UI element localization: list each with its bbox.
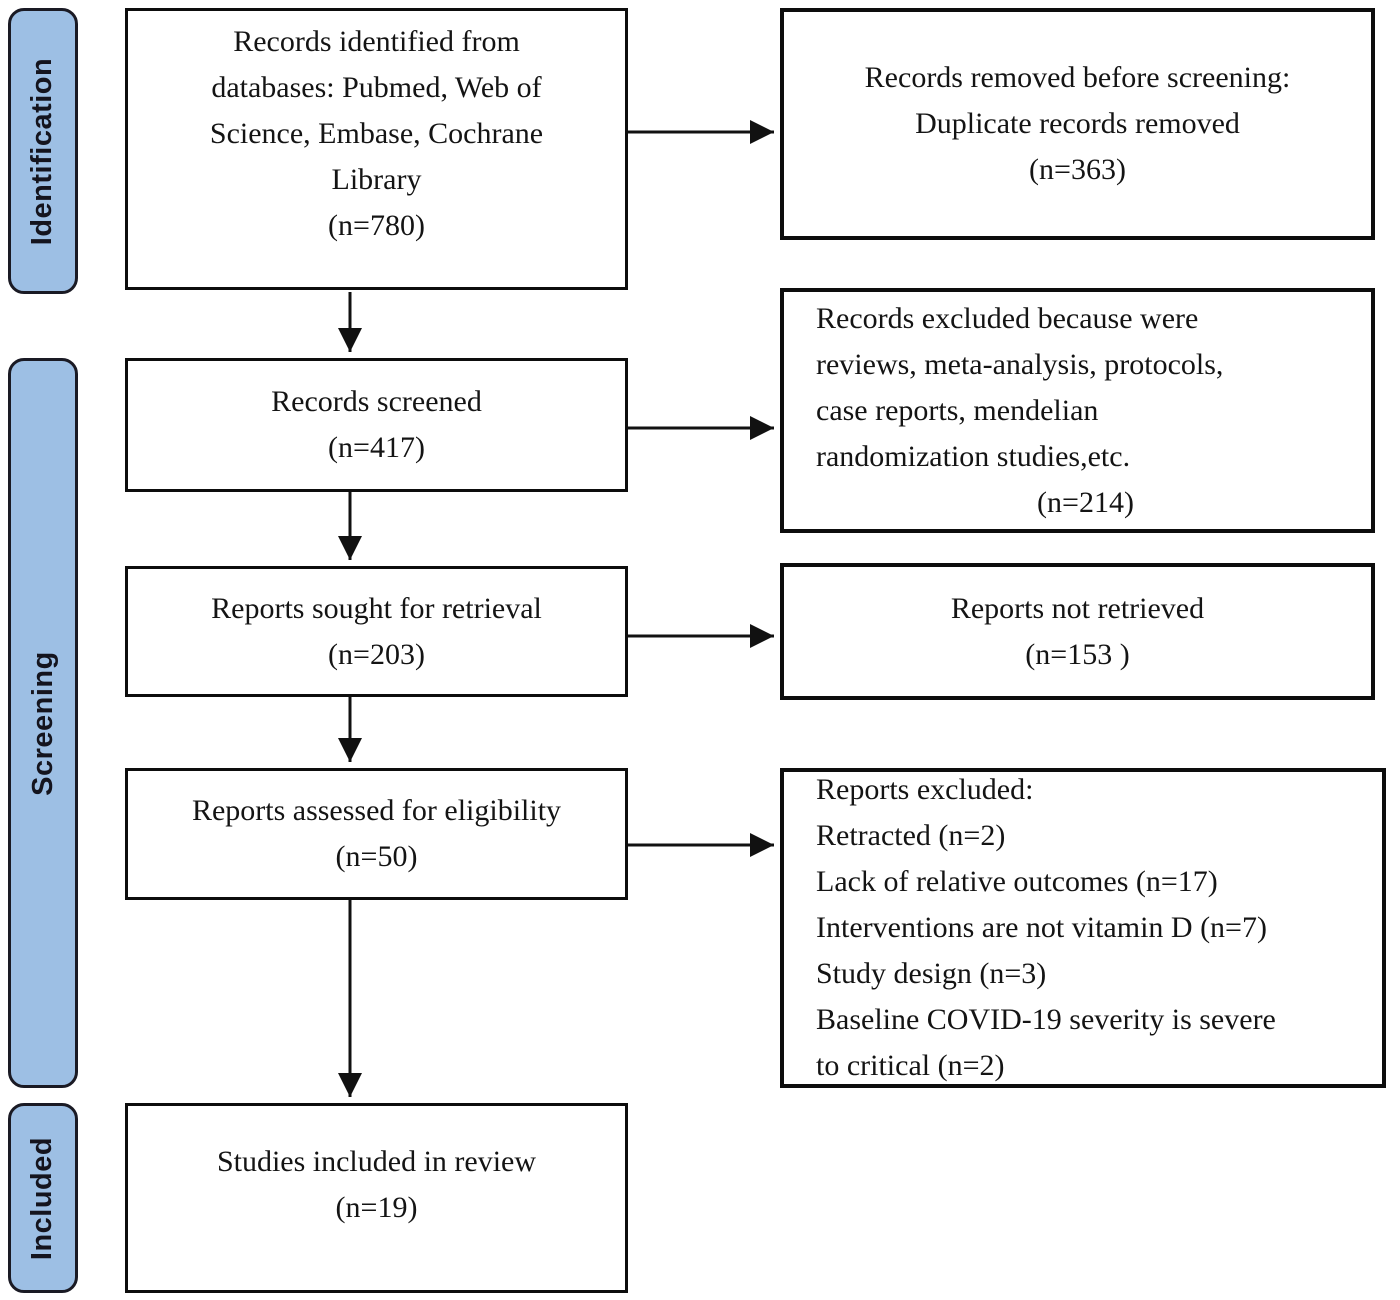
box-line: Records excluded because were bbox=[816, 301, 1199, 335]
box-line: Interventions are not vitamin D (n=7) bbox=[816, 911, 1267, 944]
box-records-removed: Records removed before screening: Duplic… bbox=[780, 8, 1375, 240]
box-line: Reports sought for retrieval bbox=[211, 591, 542, 625]
box-count: (n=214) bbox=[1037, 485, 1134, 519]
box-records-excluded: Records excluded because were reviews, m… bbox=[780, 288, 1375, 533]
box-line: Reports assessed for eligibility bbox=[191, 794, 562, 827]
box-line: Reports not retrieved bbox=[950, 591, 1205, 625]
box-studies-included: Studies included in review (n=19) bbox=[125, 1103, 628, 1293]
box-count: (n=50) bbox=[335, 840, 418, 873]
box-line: Records removed before screening: bbox=[864, 61, 1291, 94]
box-line: to critical (n=2) bbox=[816, 1049, 1005, 1082]
box-line: databases: Pubmed, Web of bbox=[211, 71, 542, 104]
box-line: reviews, meta-analysis, protocols, bbox=[816, 347, 1224, 381]
box-reports-not-retrieved: Reports not retrieved (n=153 ) bbox=[780, 563, 1375, 700]
box-line: Retracted (n=2) bbox=[816, 819, 1006, 852]
box-count: (n=417) bbox=[328, 431, 425, 464]
box-reports-assessed: Reports assessed for eligibility (n=50) bbox=[125, 768, 628, 900]
box-line: Library bbox=[331, 163, 422, 196]
stage-included-label: Included bbox=[26, 1136, 59, 1260]
box-count: (n=153 ) bbox=[1025, 637, 1130, 671]
box-count: (n=19) bbox=[335, 1191, 418, 1224]
box-count: (n=203) bbox=[328, 637, 425, 671]
stage-screening: Screening bbox=[8, 358, 78, 1088]
box-records-screened: Records screened (n=417) bbox=[125, 358, 628, 492]
box-line: Reports excluded: bbox=[816, 773, 1034, 806]
box-line: Science, Embase, Cochrane bbox=[209, 117, 544, 150]
stage-identification: Identification bbox=[8, 8, 78, 294]
box-line: Duplicate records removed bbox=[915, 107, 1240, 140]
box-line: Records identified from bbox=[233, 25, 520, 58]
stage-screening-label: Screening bbox=[26, 650, 59, 796]
box-line: Studies included in review bbox=[216, 1145, 537, 1178]
box-line: Lack of relative outcomes (n=17) bbox=[816, 865, 1218, 898]
box-line: randomization studies,etc. bbox=[816, 439, 1131, 473]
box-line: Records screened bbox=[271, 385, 482, 418]
box-count: (n=780) bbox=[328, 209, 425, 242]
stage-identification-label: Identification bbox=[26, 57, 59, 245]
box-reports-sought: Reports sought for retrieval (n=203) bbox=[125, 566, 628, 697]
box-line: Study design (n=3) bbox=[816, 957, 1047, 990]
box-line: case reports, mendelian bbox=[816, 393, 1099, 427]
box-count: (n=363) bbox=[1029, 153, 1126, 186]
box-line: Baseline COVID-19 severity is severe bbox=[816, 1003, 1276, 1036]
box-records-identified: Records identified from databases: Pubme… bbox=[125, 8, 628, 290]
stage-included: Included bbox=[8, 1103, 78, 1293]
box-reports-excluded: Reports excluded: Retracted (n=2) Lack o… bbox=[780, 768, 1386, 1088]
